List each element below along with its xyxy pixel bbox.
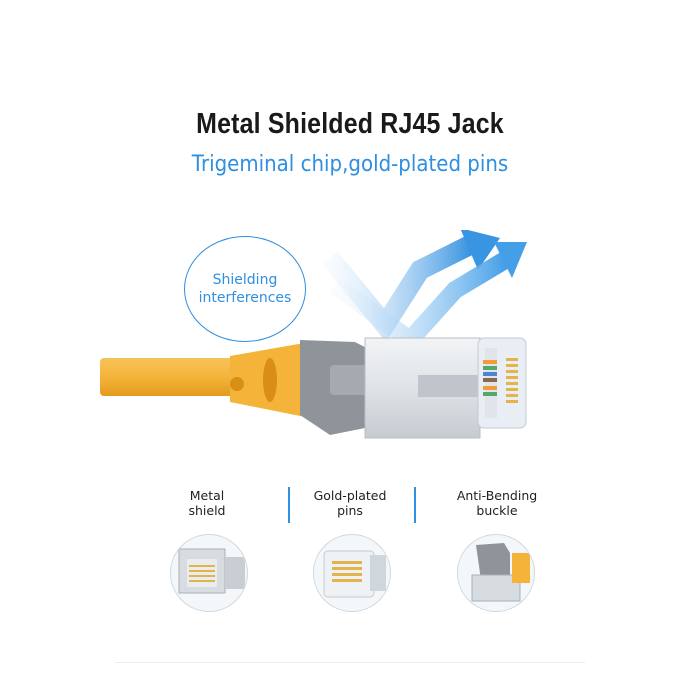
feature-label-line1: Anti-Bending <box>456 488 538 503</box>
gold-pins-closeup-icon <box>313 534 391 612</box>
feature-label-line2: buckle <box>476 503 518 518</box>
feature-metal-shield: Metal shield <box>137 488 277 518</box>
bubble-line-2: interferences <box>198 290 292 306</box>
shielding-bubble: Shielding interferences <box>184 236 306 342</box>
anti-bending-buckle-closeup-icon <box>457 534 535 612</box>
feature-gold-pins: Gold-plated pins <box>280 488 420 518</box>
bottom-divider <box>115 662 585 663</box>
feature-label-line2: pins <box>337 503 363 518</box>
feature-label-line2: shield <box>188 503 226 518</box>
feature-divider <box>288 487 290 523</box>
bubble-line-1: Shielding <box>212 272 278 288</box>
cable-body <box>100 358 240 396</box>
feature-divider <box>414 487 416 523</box>
feature-label-line1: Metal <box>189 488 225 503</box>
metal-shield-closeup-icon <box>170 534 248 612</box>
page-subtitle: Trigeminal chip,gold-plated pins <box>191 152 509 177</box>
feature-anti-bending: Anti-Bending buckle <box>427 488 567 518</box>
feature-label-line1: Gold-plated <box>313 488 387 503</box>
page-title: Metal Shielded RJ45 Jack <box>196 108 504 140</box>
signal-arrow-icon <box>322 230 527 353</box>
rj45-connector-illustration <box>100 230 527 439</box>
wire-colors <box>483 360 497 396</box>
gold-pins <box>506 358 518 403</box>
